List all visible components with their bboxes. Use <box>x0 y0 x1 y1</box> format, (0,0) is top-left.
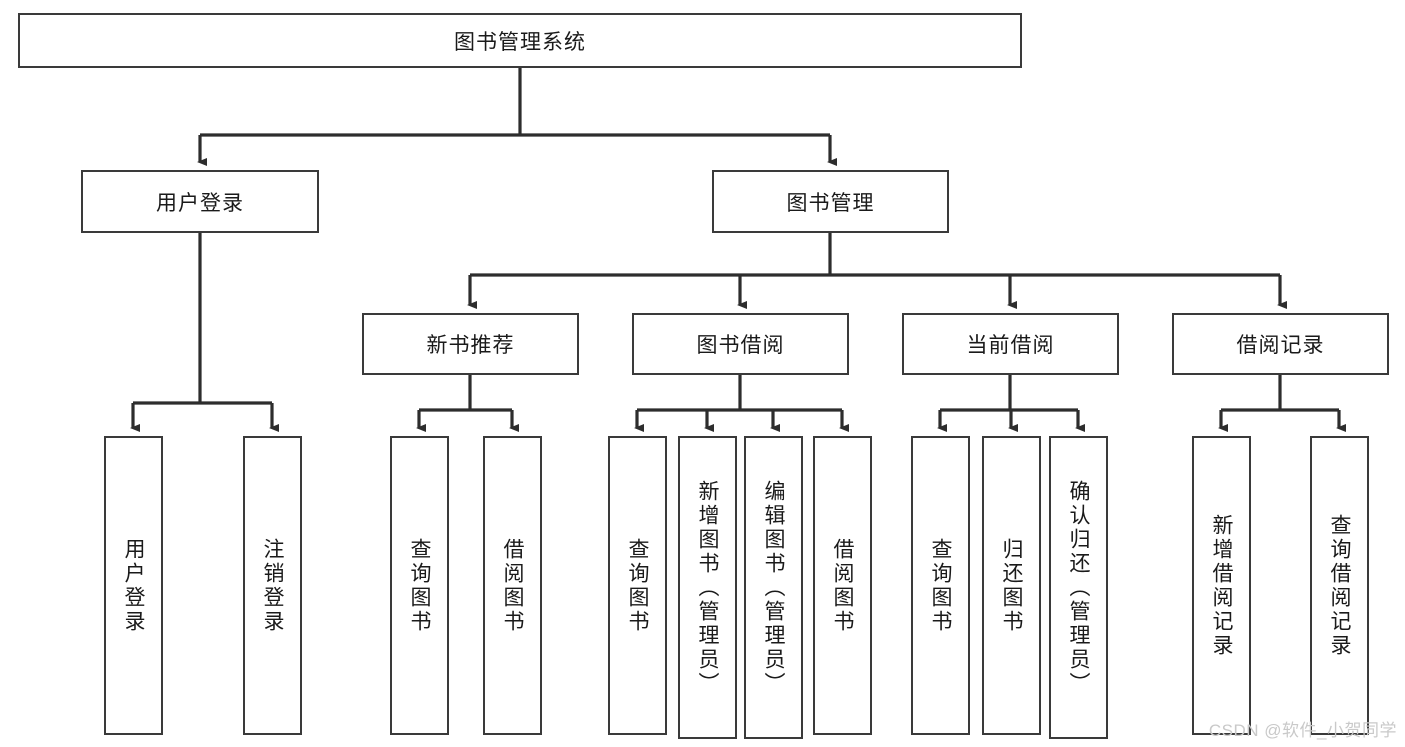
node-leaf-1-label: 注销登录 <box>261 537 284 634</box>
node-level3-3-label: 借阅记录 <box>1236 334 1325 357</box>
node-leaf-6[interactable]: 编辑图书（管理员） <box>744 436 803 739</box>
node-level2-0[interactable]: 用户登录 <box>81 170 319 233</box>
node-leaf-3-label: 借阅图书 <box>501 537 524 634</box>
node-leaf-12-label: 查询借阅记录 <box>1328 513 1351 658</box>
node-leaf-4[interactable]: 查询图书 <box>608 436 667 735</box>
node-level3-3[interactable]: 借阅记录 <box>1172 313 1389 375</box>
node-leaf-3[interactable]: 借阅图书 <box>483 436 542 735</box>
node-leaf-5-label: 新增图书（管理员） <box>696 479 719 696</box>
csdn-watermark: CSDN @软件_小贺同学 <box>1208 721 1397 740</box>
node-level3-0-label: 新书推荐 <box>426 334 515 357</box>
node-level2-1-label: 图书管理 <box>786 191 875 215</box>
node-leaf-1[interactable]: 注销登录 <box>243 436 302 735</box>
node-leaf-0-label: 用户登录 <box>122 537 145 634</box>
node-leaf-12[interactable]: 查询借阅记录 <box>1310 436 1369 735</box>
node-level3-1-label: 图书借阅 <box>696 334 785 357</box>
node-leaf-7-label: 借阅图书 <box>831 537 854 634</box>
node-leaf-8-label: 查询图书 <box>929 537 952 634</box>
node-leaf-10[interactable]: 确认归还（管理员） <box>1049 436 1108 739</box>
node-leaf-10-label: 确认归还（管理员） <box>1067 479 1090 696</box>
node-leaf-2[interactable]: 查询图书 <box>390 436 449 735</box>
node-level2-0-label: 用户登录 <box>156 191 244 215</box>
node-leaf-9[interactable]: 归还图书 <box>982 436 1041 735</box>
node-leaf-11[interactable]: 新增借阅记录 <box>1192 436 1251 735</box>
node-level3-0[interactable]: 新书推荐 <box>362 313 579 375</box>
node-root[interactable]: 图书管理系统 <box>18 13 1022 68</box>
node-leaf-6-label: 编辑图书（管理员） <box>762 479 785 696</box>
node-leaf-0[interactable]: 用户登录 <box>104 436 163 735</box>
node-leaf-7[interactable]: 借阅图书 <box>813 436 872 735</box>
node-leaf-2-label: 查询图书 <box>408 537 431 634</box>
node-leaf-9-label: 归还图书 <box>1000 537 1023 634</box>
node-root-label: 图书管理系统 <box>454 30 586 54</box>
node-leaf-5[interactable]: 新增图书（管理员） <box>678 436 737 739</box>
node-level3-2[interactable]: 当前借阅 <box>902 313 1119 375</box>
node-leaf-4-label: 查询图书 <box>626 537 649 634</box>
node-level3-2-label: 当前借阅 <box>966 334 1055 357</box>
node-leaf-8[interactable]: 查询图书 <box>911 436 970 735</box>
node-leaf-11-label: 新增借阅记录 <box>1210 513 1233 658</box>
node-level3-1[interactable]: 图书借阅 <box>632 313 849 375</box>
node-level2-1[interactable]: 图书管理 <box>712 170 949 233</box>
